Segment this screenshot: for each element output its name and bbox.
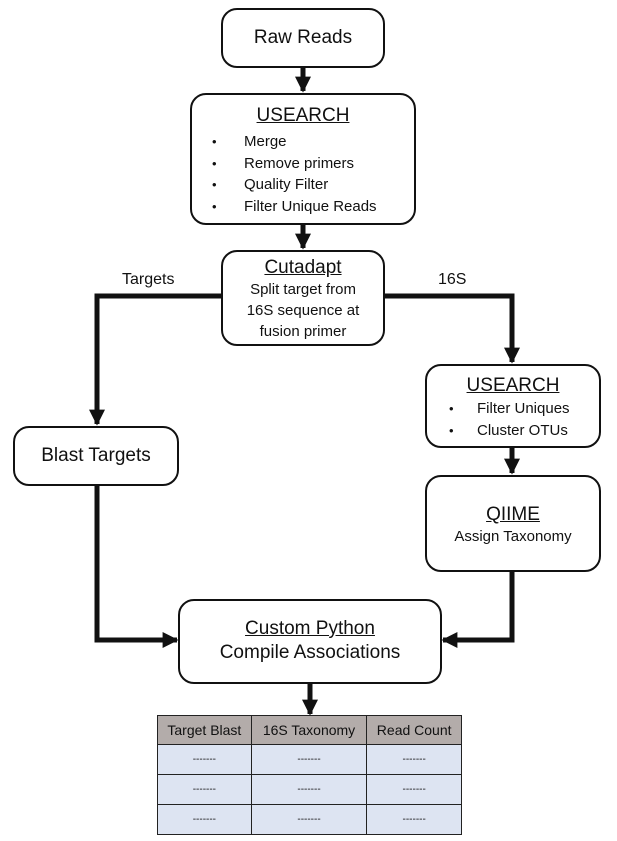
cutadapt-line-1: Split target from xyxy=(250,281,356,298)
table-cell: ------- xyxy=(250,804,368,835)
table-cell: ------- xyxy=(157,804,252,835)
qiime-subtitle: Assign Taxonomy xyxy=(454,528,572,545)
bullet: • xyxy=(449,422,454,438)
cutadapt-box: Cutadapt Split target from 16S sequence … xyxy=(221,250,385,346)
table-cell: ------- xyxy=(366,804,462,835)
blast-targets-label: Blast Targets xyxy=(41,445,151,466)
custom-python-title: Custom Python xyxy=(245,618,375,639)
arrow-cutadapt-to-blast xyxy=(88,293,221,426)
usearch-title: USEARCH xyxy=(256,105,350,126)
usearch-box: USEARCH •Merge •Remove primers •Quality … xyxy=(190,93,416,225)
table-cell: ------- xyxy=(366,744,462,775)
col-header-target-blast: Target Blast xyxy=(157,715,252,745)
qiime-title: QIIME xyxy=(486,504,540,525)
edge-label-targets: Targets xyxy=(122,271,175,288)
bullet: • xyxy=(212,177,217,192)
table-cell: ------- xyxy=(250,744,368,775)
arrow-qiime-to-python xyxy=(441,572,515,649)
list-item: •Filter Unique Reads xyxy=(212,196,414,218)
list-item: •Cluster OTUs xyxy=(449,420,599,442)
table-row: ------- ------- ------- xyxy=(157,744,462,775)
list-item: •Remove primers xyxy=(212,153,414,175)
table-cell: ------- xyxy=(366,774,462,805)
bullet: • xyxy=(449,401,454,416)
table-cell: ------- xyxy=(157,774,252,805)
table-row: ------- ------- ------- xyxy=(157,804,462,835)
list-item: •Filter Uniques xyxy=(449,398,599,420)
association-table: Target Blast 16S Taxonomy Read Count ---… xyxy=(157,715,462,835)
table-cell: ------- xyxy=(157,744,252,775)
arrow-cutadapt-to-usearch2 xyxy=(385,293,521,364)
usearch-otu-box: USEARCH •Filter Uniques •Cluster OTUs xyxy=(425,364,601,448)
bullet: • xyxy=(212,134,217,149)
table-row: ------- ------- ------- xyxy=(157,774,462,805)
list-item: •Quality Filter xyxy=(212,174,414,196)
blast-targets-box: Blast Targets xyxy=(13,426,179,486)
bullet: • xyxy=(212,155,217,171)
col-header-16s-taxonomy: 16S Taxonomy xyxy=(250,715,368,745)
cutadapt-line-3: fusion primer xyxy=(259,323,347,340)
arrow-blast-to-python xyxy=(94,486,179,649)
qiime-box: QIIME Assign Taxonomy xyxy=(425,475,601,572)
usearch-otu-title: USEARCH xyxy=(466,375,560,396)
bullet: • xyxy=(212,198,217,214)
cutadapt-title: Cutadapt xyxy=(264,257,342,278)
list-item: •Merge xyxy=(212,131,414,153)
usearch-step-list: •Merge •Remove primers •Quality Filter •… xyxy=(192,131,414,217)
col-header-read-count: Read Count xyxy=(366,715,462,745)
usearch-otu-step-list: •Filter Uniques •Cluster OTUs xyxy=(427,398,599,441)
cutadapt-line-2: 16S sequence at xyxy=(246,302,360,319)
table-header-row: Target Blast 16S Taxonomy Read Count xyxy=(157,715,462,745)
raw-reads-label: Raw Reads xyxy=(253,27,353,48)
table-cell: ------- xyxy=(250,774,368,805)
custom-python-box: Custom Python Compile Associations xyxy=(178,599,442,684)
raw-reads-box: Raw Reads xyxy=(221,8,385,68)
custom-python-subtitle: Compile Associations xyxy=(219,642,401,663)
edge-label-16s: 16S xyxy=(438,271,467,288)
